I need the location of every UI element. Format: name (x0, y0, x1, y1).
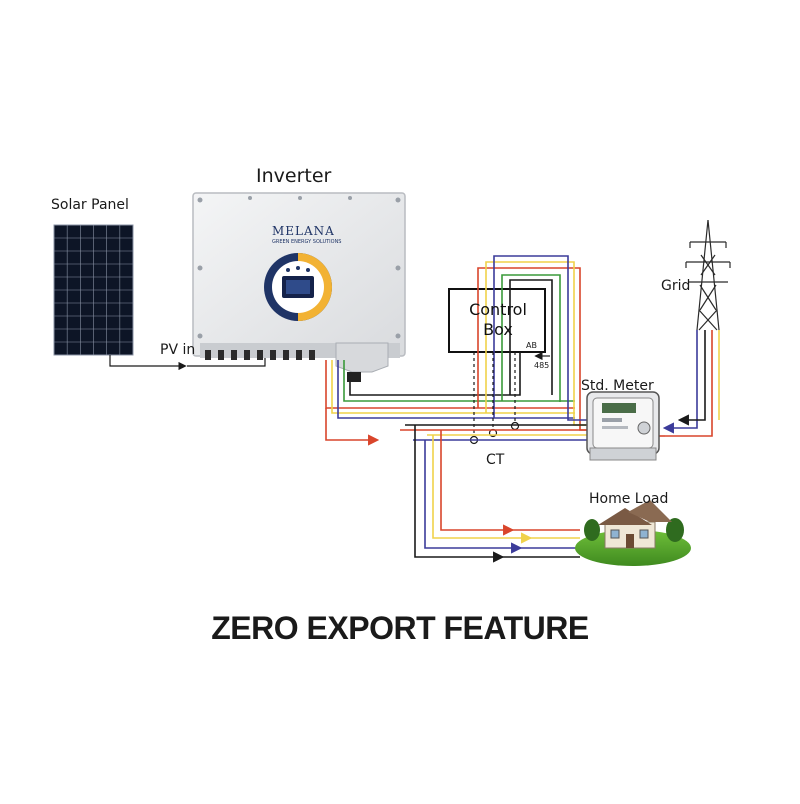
output-wiring (325, 408, 592, 563)
inverter-connectors (205, 350, 315, 360)
grid-label: Grid (661, 278, 691, 294)
solar-panel-cells (54, 225, 133, 355)
inverter-bolts (197, 196, 401, 339)
control-box (448, 288, 546, 353)
solar-panel (53, 224, 134, 356)
page-title: ZERO EXPORT FEATURE (211, 610, 589, 646)
inverter-logo-tagline: GREEN ENERGY SOLUTIONS (272, 239, 342, 245)
inverter-ac-box (335, 342, 389, 382)
grid-tower (685, 219, 731, 331)
home-load (575, 500, 691, 566)
std-meter-label: Std. Meter (581, 378, 654, 394)
ct-label: CT (486, 452, 505, 468)
control-box-label: Control Box (452, 300, 544, 340)
ac-wiring (325, 255, 592, 431)
ct-wiring (473, 352, 516, 437)
inverter-logo-brand: MELANA (272, 224, 335, 238)
inverter (192, 192, 406, 382)
control-box-ab-label: AB (526, 341, 537, 350)
solar-panel-label: Solar Panel (51, 197, 129, 213)
rs485-label: 485 (534, 361, 550, 370)
inverter-display (264, 253, 332, 321)
grid-wiring (658, 330, 720, 437)
pv-in-label: PV in (160, 342, 196, 358)
inverter-label: Inverter (256, 165, 332, 187)
control-box-line-2: Box (483, 320, 513, 339)
home-load-label: Home Load (589, 491, 669, 507)
control-box-line-1: Control (469, 300, 527, 319)
std-meter (586, 391, 660, 461)
